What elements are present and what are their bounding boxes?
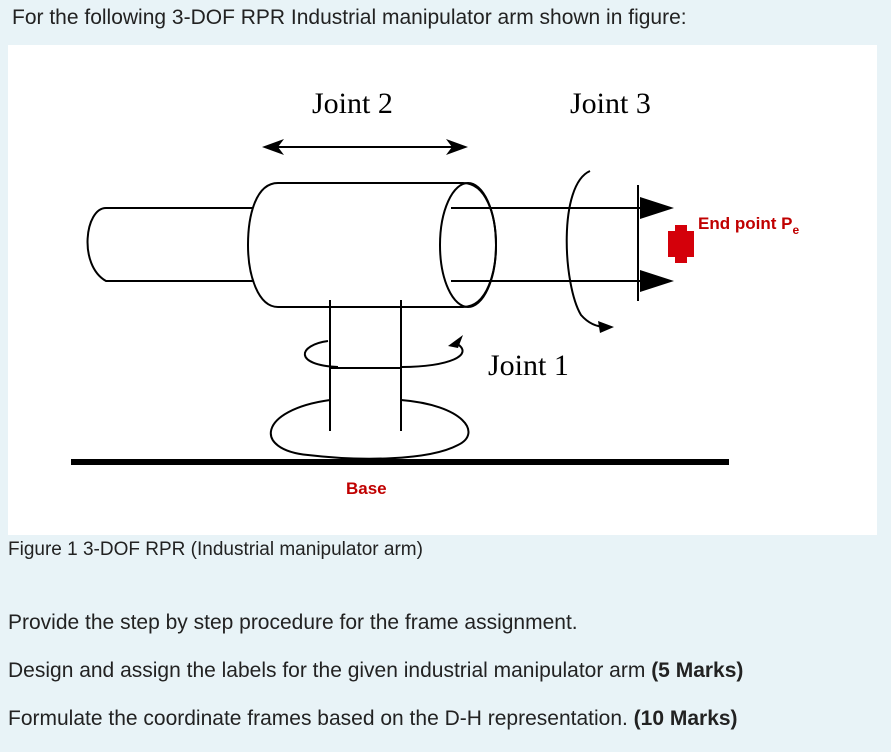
question-3-marks: (10 Marks) [633,707,738,730]
joint2-arrow [262,139,468,155]
end-point-label: End point Pe [698,214,799,237]
base-disk [269,399,470,460]
joint3-shaft [451,207,640,282]
joint3-rotation-arrow [565,170,614,333]
end-effector [637,185,674,301]
intro-text: For the following 3-DOF RPR Industrial m… [12,6,687,29]
question-3-text: Formulate the coordinate frames based on… [8,707,634,730]
question-3: Formulate the coordinate frames based on… [8,707,738,731]
end-point-marker [668,225,694,263]
joint3-label: Joint 3 [570,87,651,120]
question-2-text: Design and assign the labels for the giv… [8,659,652,682]
base-label: Base [346,479,387,498]
left-link [86,207,253,282]
question-2: Design and assign the labels for the giv… [8,659,743,683]
joint1-rotation-arrow [303,335,464,369]
figure-panel: Joint 2 Joint 3 Joint 1 End point Pe Bas… [8,45,877,535]
question-1: Provide the step by step procedure for t… [8,611,578,635]
question-2-marks: (5 Marks) [651,659,744,682]
end-point-label-subscript: e [792,223,799,237]
question-1-text: Provide the step by step procedure for t… [8,611,578,634]
joint1-label: Joint 1 [488,349,569,382]
vertical-column [329,300,402,431]
joint2-label: Joint 2 [312,87,393,120]
figure-caption: Figure 1 3-DOF RPR (Industrial manipulat… [8,539,423,560]
end-point-label-main: End point P [698,214,792,233]
manipulator-diagram: Joint 2 Joint 3 Joint 1 End point Pe Bas… [71,87,799,498]
joint-housing [246,182,498,308]
